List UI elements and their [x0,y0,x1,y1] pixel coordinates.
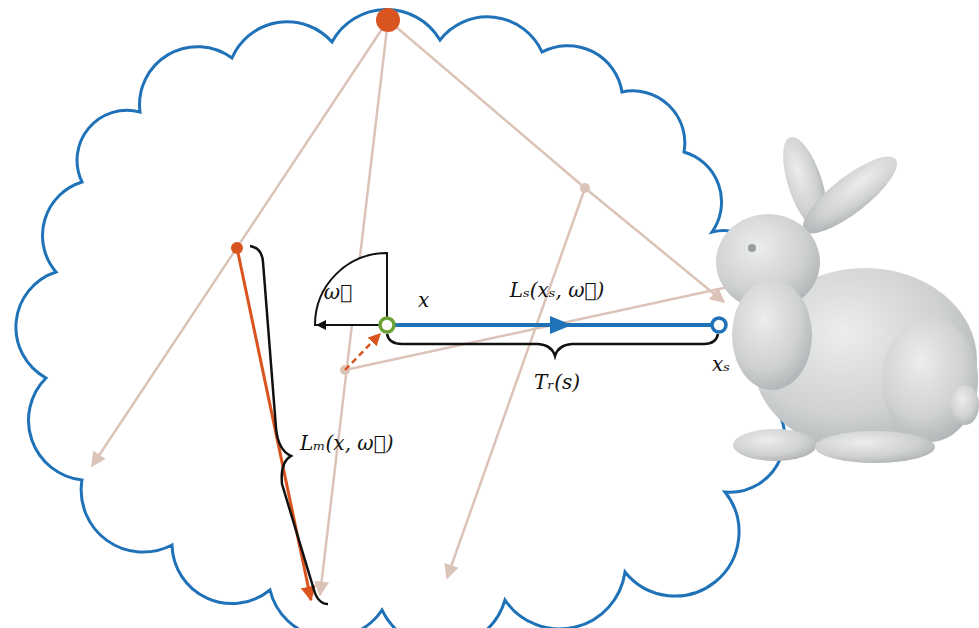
light-paths [92,20,742,595]
radiance-label: Lₘ(x, ω⃗) [300,433,393,453]
brace [387,334,718,356]
light-source [376,8,400,32]
dashed-arrow [345,334,380,370]
point-xs [712,318,726,332]
brace [250,246,328,604]
direction-arc [315,253,387,325]
point-x [380,318,394,332]
cloud-outline [16,9,795,628]
bunny [716,132,979,463]
transmittance-label: Tᵣ(s) [534,372,580,392]
point-label: xₛ [712,354,730,374]
radiance-label: Lₛ(xₛ, ω⃗) [510,280,605,300]
point-label: x [418,290,429,310]
direction-label: ω⃗ [324,282,352,302]
